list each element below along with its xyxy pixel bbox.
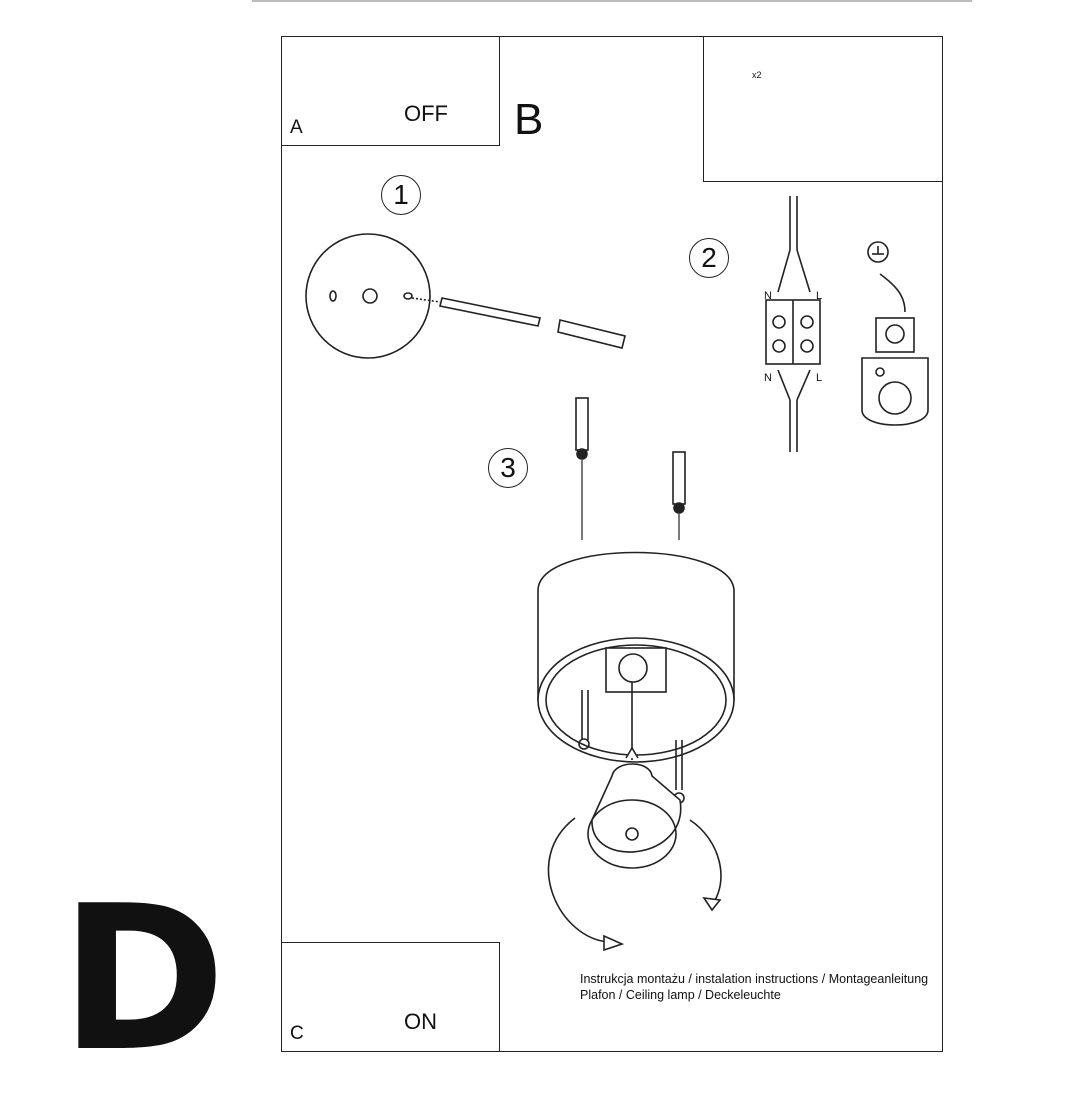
caption-line-2: Plafon / Ceiling lamp / Deckeleuchte [580, 988, 781, 1002]
top-divider-line [252, 0, 972, 2]
off-label: OFF [404, 101, 448, 126]
tools-panel [703, 36, 943, 182]
lamp-socket [605, 647, 667, 693]
screw-plug-assembly [439, 297, 541, 327]
instruction-caption: Instrukcja montażu / instalation instruc… [580, 971, 928, 1003]
canopy-plate [305, 233, 431, 359]
panel-a-power-off: A OFF [281, 36, 500, 146]
wire-l-top: L [816, 290, 823, 302]
corner-letter: D [60, 863, 227, 1096]
on-label: ON [404, 1009, 437, 1034]
ground-terminal-icon [861, 241, 929, 426]
quantity-label: x2 [752, 70, 762, 80]
caption-line-1: Instrukcja montażu / instalation instruc… [580, 972, 929, 986]
panel-c-power-on: C ON [281, 942, 500, 1052]
wire-n-top: N [764, 290, 772, 302]
wire-l-bottom: L [816, 372, 823, 384]
step-2-badge: 2 [689, 238, 729, 278]
step-1-badge: 1 [381, 175, 421, 215]
panel-c-label: C [290, 1023, 304, 1044]
panel-b-label: B [514, 95, 544, 144]
panel-a-label: A [290, 117, 303, 138]
step-3-badge: 3 [488, 448, 528, 488]
rotation-arrow [547, 817, 611, 943]
wall-plugs-step3 [575, 397, 686, 514]
terminal-block-icon [765, 196, 821, 452]
instruction-sheet-frame [281, 36, 943, 1052]
bulb-icon [591, 763, 682, 853]
wire-n-bottom: N [764, 372, 772, 384]
